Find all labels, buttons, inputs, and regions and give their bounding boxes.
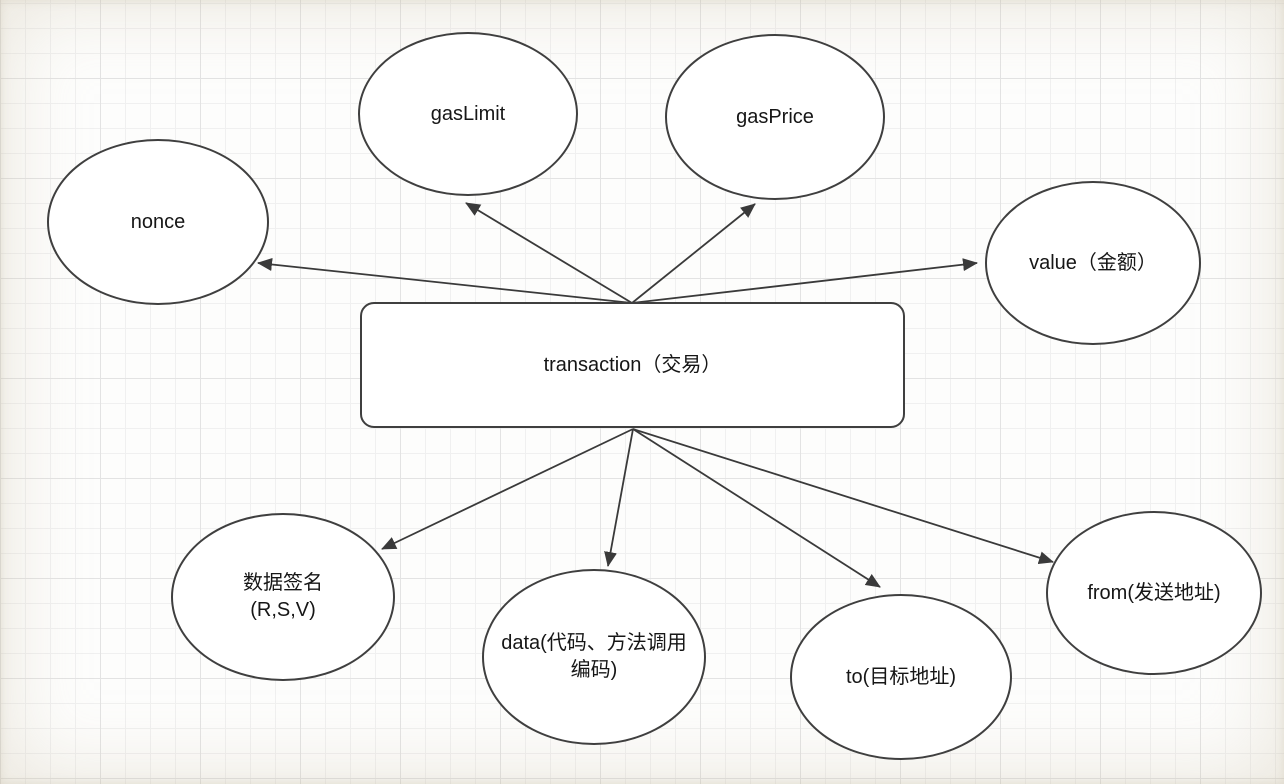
node-label-nonce: nonce [130,210,186,233]
node-nonce: nonce [47,139,269,305]
node-label-data: data(代码、方法调用编码) [501,632,687,681]
edge-transaction-to-gaslimit [465,202,633,304]
node-value: value（金额） [985,181,1201,345]
node-signature: 数据签名 (R,S,V) [171,513,395,681]
node-label-from: from(发送地址) [1087,581,1221,604]
node-transaction: transaction（交易） [360,302,905,428]
edge-transaction-to-from [632,428,1054,564]
node-label-value: value（金额） [1029,251,1157,274]
edge-transaction-to-nonce [257,258,633,304]
node-label-gasprice: gasPrice [736,105,814,128]
edge-transaction-to-value [631,258,978,304]
edge-transaction-to-to [632,428,881,588]
node-gaslimit: gasLimit [358,32,578,196]
node-label-signature: 数据签名 (R,S,V) [243,572,323,621]
node-label-gaslimit: gasLimit [430,102,506,125]
node-data: data(代码、方法调用编码) [482,569,706,745]
edge-transaction-to-gasprice [631,203,756,304]
node-to: to(目标地址) [790,594,1012,760]
node-label-transaction: transaction（交易） [543,353,722,376]
edge-transaction-to-data [604,428,634,567]
node-gasprice: gasPrice [665,34,885,200]
node-from: from(发送地址) [1046,511,1262,675]
node-label-to: to(目标地址) [846,665,956,688]
edge-transaction-to-signature [381,428,634,550]
